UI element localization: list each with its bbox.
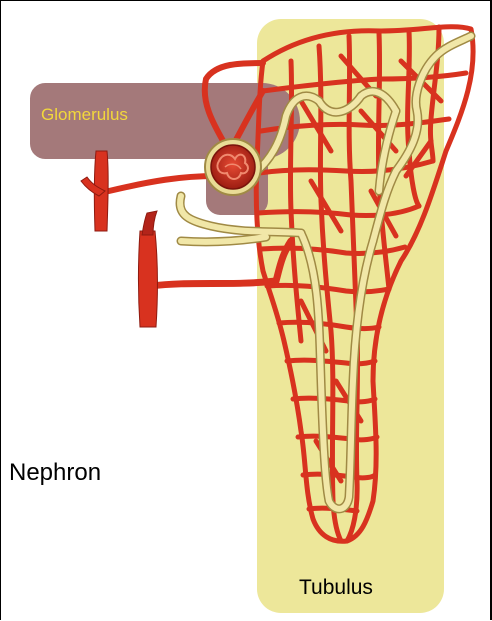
interlobular-vessel-lower [139, 211, 158, 327]
interlobular-vessel-upper [81, 151, 108, 231]
glomerulus-label: Glomerulus [41, 105, 128, 125]
glomerulus-tuft [211, 145, 255, 189]
tubulus-label: Tubulus [299, 576, 373, 600]
nephron-label: Nephron [9, 459, 101, 487]
